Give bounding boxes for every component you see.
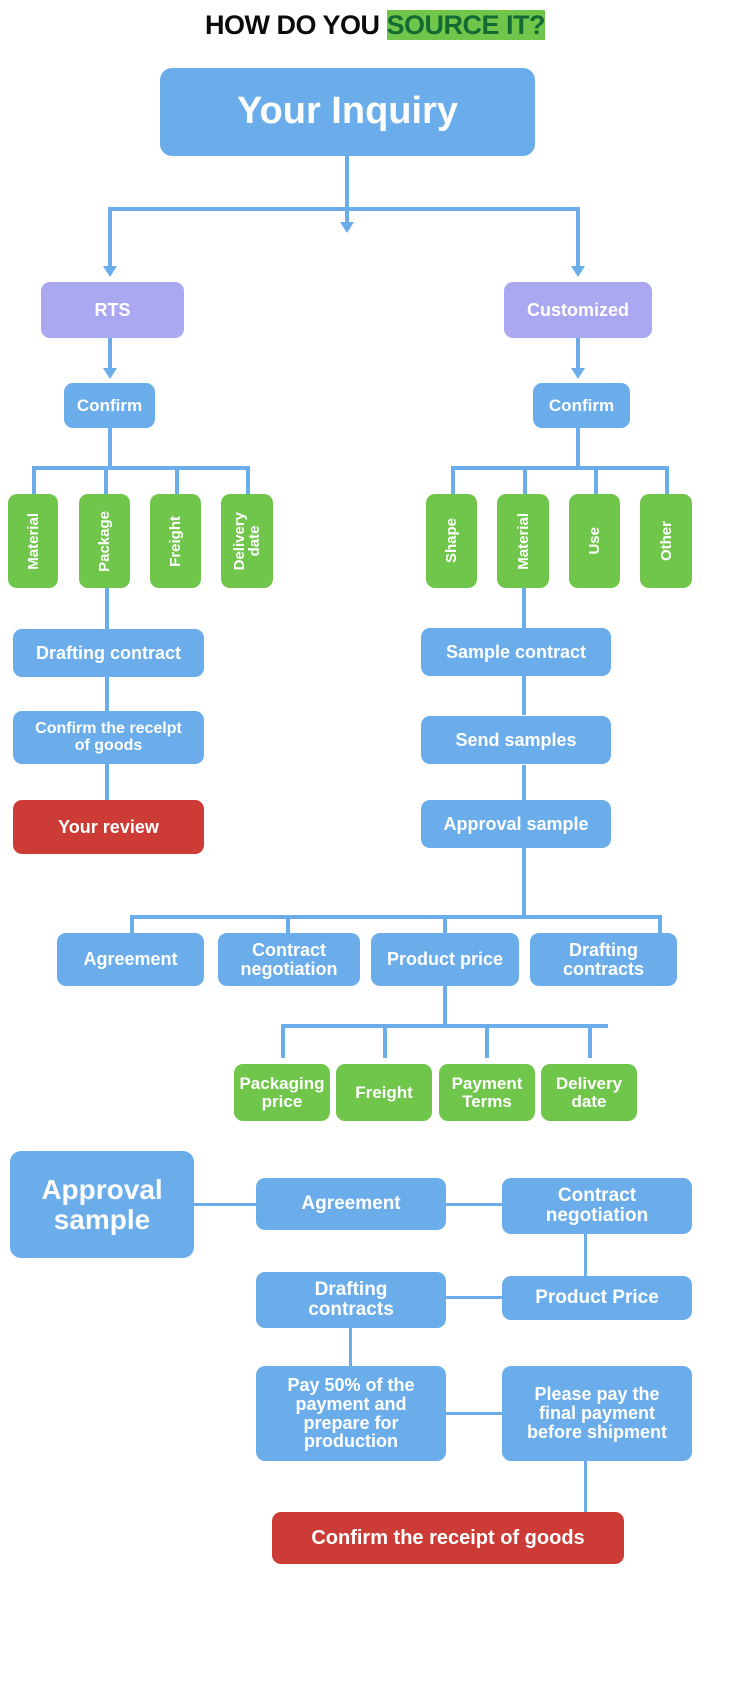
node-confirm-receipt-bottom[interactable]: Confirm the receipt of goods	[272, 1512, 624, 1564]
node-approval-sample-mid[interactable]: Approval sample	[421, 800, 611, 848]
node-drafting-contracts-bottom[interactable]: Drafting contracts	[256, 1272, 446, 1328]
connector-productprice-stem	[443, 985, 447, 1026]
connector-inquiry-center-drop	[345, 207, 349, 225]
connector-approval-drop-2	[286, 915, 290, 945]
node-cus-use-label: Use	[586, 527, 603, 555]
node-agreement-row[interactable]: Agreement	[57, 933, 204, 986]
node-rts-material[interactable]: Material	[8, 494, 58, 588]
arrow-customized-confirm	[571, 368, 585, 379]
connector-price-drop-4	[588, 1024, 592, 1058]
connector-approval-drop-1	[130, 915, 134, 945]
node-your-review[interactable]: Your review	[13, 800, 204, 854]
connector-right-green-drop-2	[523, 466, 527, 496]
connector-send-approval	[522, 765, 526, 800]
arrow-customized	[571, 266, 585, 277]
connector-right-drop	[576, 207, 580, 269]
node-rts-freight-label: Freight	[167, 515, 184, 567]
node-drafting-contract[interactable]: Drafting contract	[13, 629, 204, 677]
node-payment-terms[interactable]: Payment Terms	[439, 1064, 535, 1121]
node-product-price-bottom[interactable]: Product Price	[502, 1276, 692, 1320]
node-contract-negotiation-bottom[interactable]: Contract negotiation	[502, 1178, 692, 1234]
node-customized[interactable]: Customized	[504, 282, 652, 338]
connector-material-sample	[522, 588, 526, 628]
node-rts-material-label: Material	[24, 512, 42, 570]
node-rts-freight[interactable]: Freight	[150, 494, 201, 588]
arrow-inquiry-center	[340, 222, 354, 233]
node-send-samples[interactable]: Send samples	[421, 716, 611, 764]
connector-left-drop	[108, 207, 112, 269]
node-rts[interactable]: RTS	[41, 282, 184, 338]
node-rts-delivery-date-label: Delivery date	[231, 511, 263, 571]
title-part-black: HOW DO YOU	[204, 10, 387, 40]
connector-sample-send	[522, 675, 526, 715]
connector-pay50-finalpayment	[446, 1412, 502, 1415]
arrow-rts	[103, 266, 117, 277]
page-title: HOW DO YOU SOURCE IT?	[0, 10, 750, 41]
connector-left-green-bus	[32, 466, 250, 470]
connector-receipt-review	[105, 762, 109, 800]
connector-confirm-right-stem	[576, 428, 580, 468]
connector-left-green-drop-4	[246, 466, 250, 496]
connector-price-drop-2	[383, 1024, 387, 1058]
connector-right-green-drop-1	[451, 466, 455, 496]
connector-price-drop-3	[485, 1024, 489, 1058]
node-cus-use[interactable]: Use	[569, 494, 620, 588]
node-cus-shape[interactable]: Shape	[426, 494, 477, 588]
node-confirm-receipt-left[interactable]: Confirm the recelpt of goods	[13, 711, 204, 764]
node-confirm-rts[interactable]: Confirm	[64, 383, 155, 428]
connector-approvalbig-agreement	[194, 1203, 256, 1206]
node-drafting-contracts-row[interactable]: Drafting contracts	[530, 933, 677, 986]
node-pay-50-percent[interactable]: Pay 50% of the payment and prepare for p…	[256, 1366, 446, 1461]
node-product-price-row[interactable]: Product price	[371, 933, 519, 986]
connector-customized-confirm	[576, 338, 580, 372]
node-final-payment[interactable]: Please pay the final payment before ship…	[502, 1366, 692, 1461]
connector-package-drafting	[105, 588, 109, 631]
node-cus-other-label: Other	[657, 520, 675, 561]
connector-rts-confirm	[108, 338, 112, 372]
connector-left-green-drop-1	[32, 466, 36, 496]
connector-contractneg-productprice	[584, 1234, 587, 1276]
node-rts-package[interactable]: Package	[79, 494, 130, 588]
connector-price-drop-1	[281, 1024, 285, 1058]
connector-left-green-drop-3	[175, 466, 179, 496]
connector-finalpayment-confirmreceipt	[584, 1460, 587, 1512]
node-cus-other[interactable]: Other	[640, 494, 692, 588]
connector-left-green-drop-2	[104, 466, 108, 496]
node-freight-price[interactable]: Freight	[336, 1064, 432, 1121]
connector-drafting-confirm-receipt	[105, 676, 109, 712]
node-delivery-date-price[interactable]: Delivery date	[541, 1064, 637, 1121]
connector-price-bus	[281, 1024, 608, 1028]
connector-inquiry-stem	[345, 155, 349, 207]
connector-right-green-drop-3	[594, 466, 598, 496]
connector-draftingcontracts-pay50	[349, 1327, 352, 1367]
node-contract-negotiation-row[interactable]: Contract negotiation	[218, 933, 360, 986]
arrow-rts-confirm	[103, 368, 117, 379]
node-rts-delivery-date[interactable]: Delivery date	[221, 494, 273, 588]
node-rts-package-label: Package	[96, 510, 113, 572]
connector-approval-drop-3	[443, 915, 447, 945]
connector-approval-bus	[130, 915, 662, 919]
connector-inquiry-bus	[108, 207, 580, 211]
node-approval-sample-big[interactable]: Approval sample	[10, 1151, 194, 1258]
connector-right-green-bus	[451, 466, 668, 470]
connector-approval-drop-4	[658, 915, 662, 945]
connector-productprice-draftingcontracts	[446, 1296, 502, 1299]
connector-confirm-left-stem	[108, 428, 112, 468]
connector-approval-bus-stem	[522, 848, 526, 918]
node-cus-material-label: Material	[514, 512, 532, 570]
connector-right-green-drop-4	[665, 466, 669, 496]
node-packaging-price[interactable]: Packaging price	[234, 1064, 330, 1121]
node-cus-material[interactable]: Material	[497, 494, 549, 588]
node-your-inquiry[interactable]: Your Inquiry	[160, 68, 535, 156]
node-cus-shape-label: Shape	[443, 518, 460, 564]
node-agreement-bottom[interactable]: Agreement	[256, 1178, 446, 1230]
node-confirm-customized[interactable]: Confirm	[533, 383, 630, 428]
title-part-green: SOURCE IT?	[386, 10, 546, 40]
node-sample-contract[interactable]: Sample contract	[421, 628, 611, 676]
connector-agreement-contractneg	[446, 1203, 502, 1206]
